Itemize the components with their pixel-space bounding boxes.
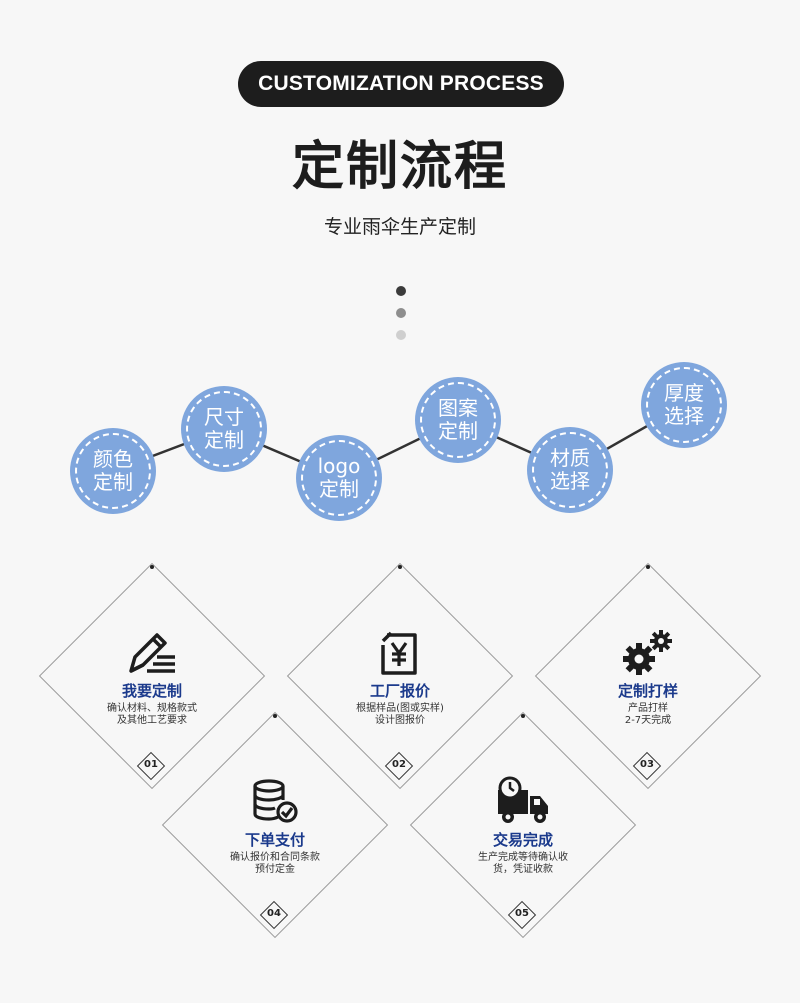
option-label: 颜色 定制 [93, 447, 133, 494]
process-step-5: 交易完成 生产完成等待确认收 货，凭证收款 05 [409, 711, 640, 942]
process-step-4: 下单支付 确认报价和合同条款 预付定金 04 [161, 711, 392, 942]
hanger-pin [646, 565, 650, 569]
hanger-pin [150, 565, 154, 569]
step-number-badge: 02 [384, 751, 414, 781]
coins-check-icon [253, 779, 298, 823]
step-number-badge: 01 [136, 751, 166, 781]
indicator-dot-2 [396, 308, 406, 318]
step-title: 我要定制 [121, 682, 182, 700]
step-title: 交易完成 [492, 831, 553, 849]
option-circle-pattern: 图案 定制 [415, 377, 501, 463]
option-label: 厚度 选择 [664, 381, 704, 428]
option-label: 材质 选择 [550, 446, 590, 493]
delivery-truck-icon [498, 776, 548, 823]
page-subtitle: 专业雨伞生产定制 [323, 216, 476, 238]
option-circle-logo: logo 定制 [296, 435, 382, 521]
hanger-pin [521, 714, 525, 718]
step-number: 02 [392, 759, 406, 770]
yen-document-icon [381, 631, 417, 675]
step-title: 下单支付 [244, 831, 305, 849]
step-description: 产品打样 2-7天完成 [624, 703, 672, 726]
step-title: 定制打样 [617, 682, 678, 700]
process-step-3: 定制打样 产品打样 2-7天完成 03 [534, 562, 765, 793]
step-number: 04 [267, 908, 281, 919]
hanger-pin [273, 714, 277, 718]
option-circle-size: 尺寸 定制 [181, 386, 267, 472]
step-number: 03 [640, 759, 654, 770]
process-step-2: 工厂报价 根据样品(图或实样) 设计图报价 02 [286, 562, 517, 793]
process-step-1: 我要定制 确认材料、规格款式 及其他工艺要求 01 [38, 562, 269, 793]
step-number: 01 [144, 759, 158, 770]
pencil-list-icon [129, 633, 175, 673]
gears-icon [623, 630, 672, 675]
section-pill-label: CUSTOMIZATION PROCESS [238, 61, 564, 107]
indicator-dot-1 [396, 286, 406, 296]
step-description: 确认报价和合同条款 预付定金 [230, 852, 320, 875]
step-description: 确认材料、规格款式 及其他工艺要求 [107, 703, 197, 726]
step-number-badge: 05 [507, 900, 537, 930]
option-label: 尺寸 定制 [204, 405, 244, 452]
page-title: 定制流程 [291, 137, 508, 197]
step-number-badge: 04 [259, 900, 289, 930]
option-circle-color: 颜色 定制 [70, 428, 156, 514]
option-label: 图案 定制 [438, 396, 478, 443]
option-circle-thickness: 厚度 选择 [641, 362, 727, 448]
option-circle-material: 材质 选择 [527, 427, 613, 513]
indicator-dot-3 [396, 330, 406, 340]
step-number-badge: 03 [632, 751, 662, 781]
hanger-pin [398, 565, 402, 569]
step-description: 生产完成等待确认收 货，凭证收款 [478, 852, 568, 875]
step-title: 工厂报价 [369, 682, 430, 700]
step-number: 05 [515, 908, 529, 919]
option-label: logo 定制 [317, 454, 361, 501]
step-description: 根据样品(图或实样) 设计图报价 [356, 703, 444, 726]
